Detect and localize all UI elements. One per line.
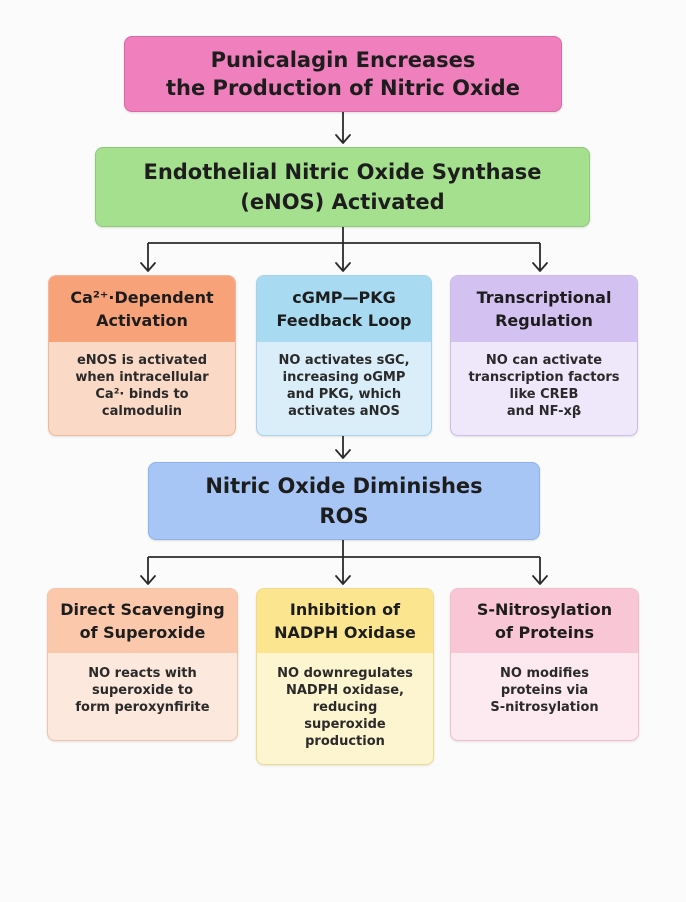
arrowhead [140, 575, 156, 585]
arrowhead [532, 262, 548, 272]
ca-dependent-card: Ca²⁺·Dependent Activation eNOS is activa… [48, 275, 236, 436]
card-title: Inhibition of NADPH Oxidase [257, 589, 433, 653]
arrowhead [335, 134, 351, 144]
transcriptional-regulation-card: Transcriptional Regulation NO can activa… [450, 275, 638, 436]
card-title: Transcriptional Regulation [451, 276, 637, 342]
s-nitrosylation-card: S-Nitrosylation of Proteins NO modifies … [450, 588, 639, 741]
arrowhead [335, 262, 351, 272]
punicalagin-box: Punicalagin Encreases the Production of … [124, 36, 562, 112]
cgmp-pkg-card: cGMP—PKG Feedback Loop NO activates sGC,… [256, 275, 432, 436]
ros-box: Nitric Oxide Diminishes ROS [148, 462, 540, 540]
card-title: Ca²⁺·Dependent Activation [49, 276, 235, 342]
card-text: NO activates sGC, increasing oGMP and PK… [278, 353, 410, 419]
card-title: S-Nitrosylation of Proteins [451, 589, 638, 653]
card-text: NO can activate transcription factors li… [468, 353, 620, 419]
superoxide-scavenging-card: Direct Scavenging of Superoxide NO react… [47, 588, 238, 741]
card-text: eNOS is activated when intracellular Ca²… [75, 353, 209, 419]
arrowhead [335, 575, 351, 585]
nadph-oxidase-card: Inhibition of NADPH Oxidase NO downregul… [256, 588, 434, 765]
enos-box: Endothelial Nitric Oxide Synthase (eNOS)… [95, 147, 590, 227]
arrowhead [532, 575, 548, 585]
card-text: NO modifies proteins via S-nitrosylation [490, 666, 599, 715]
card-text: NO reacts with superoxide to form peroxy… [75, 666, 210, 715]
card-text: NO downregulates NADPH oxidase, reducing… [277, 666, 413, 749]
arrowhead [140, 262, 156, 272]
card-title: Direct Scavenging of Superoxide [48, 589, 237, 653]
card-title: cGMP—PKG Feedback Loop [257, 276, 431, 342]
arrowhead [335, 449, 351, 459]
